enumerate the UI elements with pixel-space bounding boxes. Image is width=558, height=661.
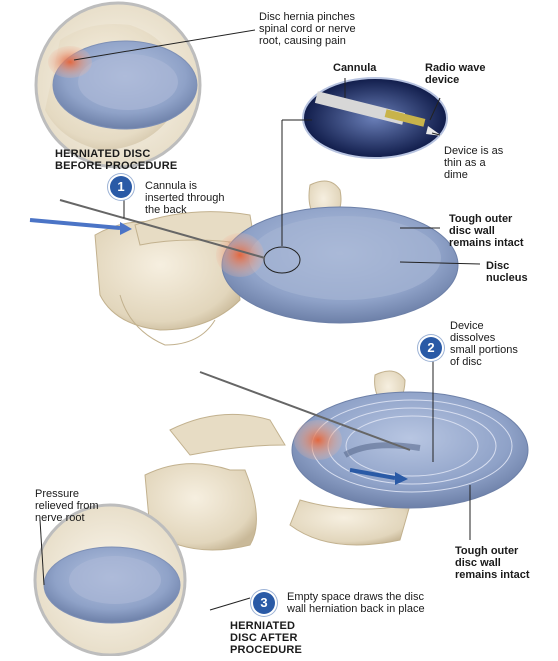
pressure-relieved-label: Pressure relieved from nerve root — [35, 488, 99, 524]
step-1-label: Cannula is inserted through the back — [145, 180, 225, 216]
before-inset-circle — [36, 3, 200, 167]
step-3-badge: 3 — [253, 592, 275, 614]
step-2-badge: 2 — [420, 337, 442, 359]
step-2-label: Device dissolves small portions of disc — [450, 320, 518, 368]
radio-device-label: Radio wave device — [425, 62, 486, 86]
disc-nucleus-label: Disc nucleus — [486, 260, 528, 284]
hernia-note-label: Disc hernia pinches spinal cord or nerve… — [259, 11, 356, 47]
tough-wall-label-top: Tough outer disc wall remains intact — [449, 213, 524, 249]
tough-wall-label-bottom: Tough outer disc wall remains intact — [455, 545, 530, 581]
device-thin-label: Device is as thin as a dime — [444, 145, 503, 181]
after-inset-circle — [35, 505, 185, 655]
step-1-badge: 1 — [110, 176, 132, 198]
cannula-label: Cannula — [333, 62, 376, 74]
herniated-before-caption: HERNIATED DISC BEFORE PROCEDURE — [55, 148, 177, 172]
step-3-label: Empty space draws the disc wall herniati… — [287, 591, 425, 615]
lower-vertebra — [145, 371, 528, 550]
herniated-after-caption: HERNIATED DISC AFTER PROCEDURE — [230, 620, 302, 656]
